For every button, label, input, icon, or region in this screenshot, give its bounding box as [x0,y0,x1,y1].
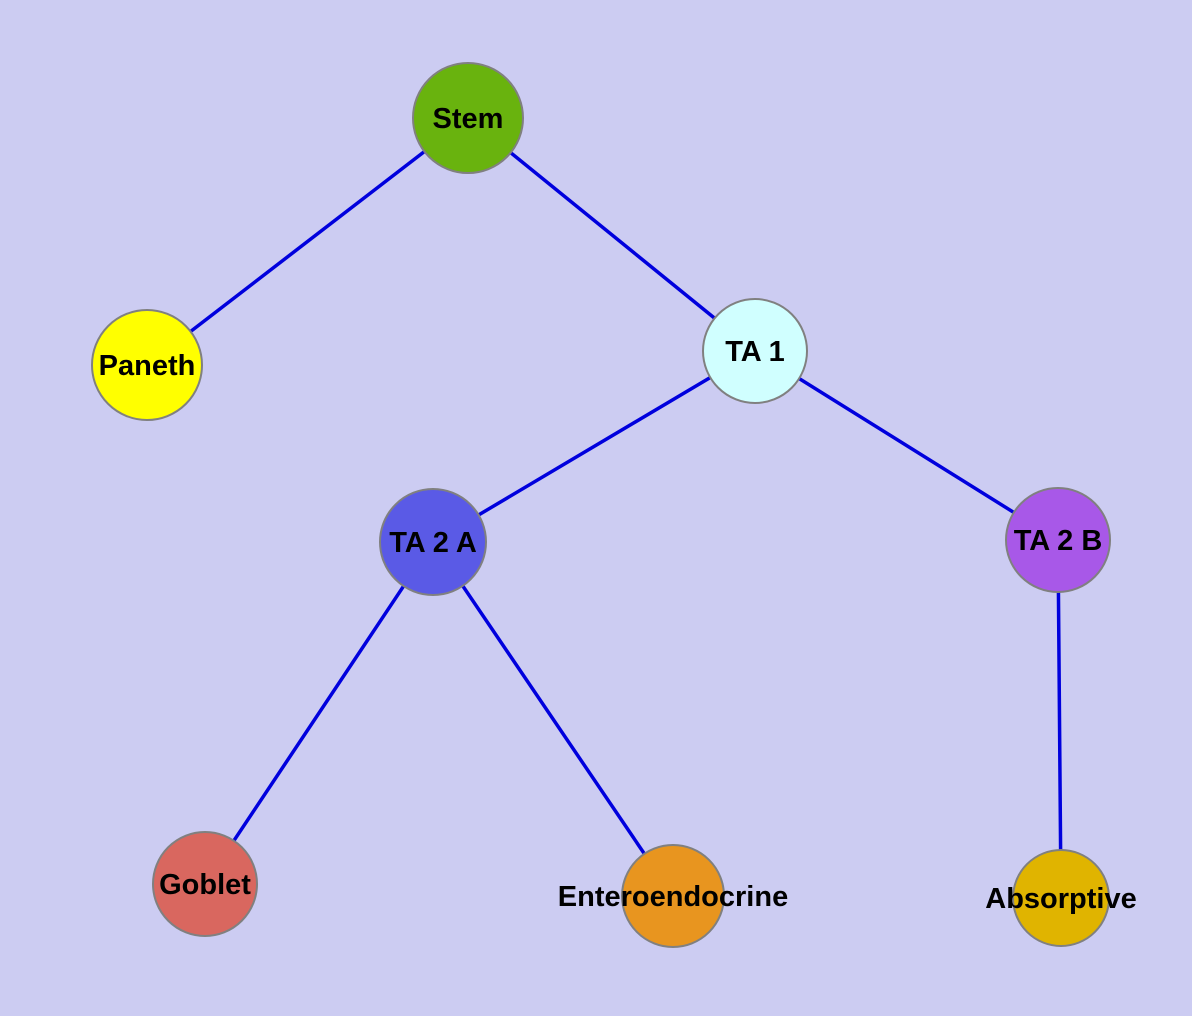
node-ta2b: TA 2 B [1005,487,1111,593]
edge-ta2a-to-goblet [203,540,435,886]
ta2a-node-circle [379,488,487,596]
ta2a-node-label: TA 2 A [389,527,477,559]
goblet-node-label: Goblet [159,869,251,901]
edges-layer [145,116,1063,900]
edge-stem-to-ta1 [466,116,757,353]
ta1-node-circle [702,298,808,404]
node-paneth: Paneth [91,309,203,421]
paneth-node-label: Paneth [99,350,196,382]
enteroendocrine-node-circle [621,844,725,948]
absorptive-node-label: Absorptive [985,883,1136,915]
edge-ta1-to-ta2b [753,349,1060,542]
absorptive-node-circle [1012,849,1110,947]
node-ta2a: TA 2 A [379,488,487,596]
edge-stem-to-paneth [145,116,470,367]
ta2b-node-circle [1005,487,1111,593]
enteroendocrine-node-label: Enteroendocrine [558,881,788,913]
node-absorptive: Absorptive [985,849,1137,947]
node-goblet: Goblet [152,831,258,937]
node-stem: Stem [412,62,524,174]
ta1-node-label: TA 1 [725,336,785,368]
edge-ta2b-to-absorptive [1056,538,1063,900]
paneth-node-circle [91,309,203,421]
edge-ta1-to-ta2a [431,349,757,544]
stem-node-label: Stem [433,103,504,135]
ta2b-node-label: TA 2 B [1014,525,1103,557]
node-ta1: TA 1 [702,298,808,404]
stem-node-circle [412,62,524,174]
node-enteroendocrine: Enteroendocrine [558,844,788,948]
goblet-node-circle [152,831,258,937]
edge-ta2a-to-enteroendocrine [431,540,675,898]
